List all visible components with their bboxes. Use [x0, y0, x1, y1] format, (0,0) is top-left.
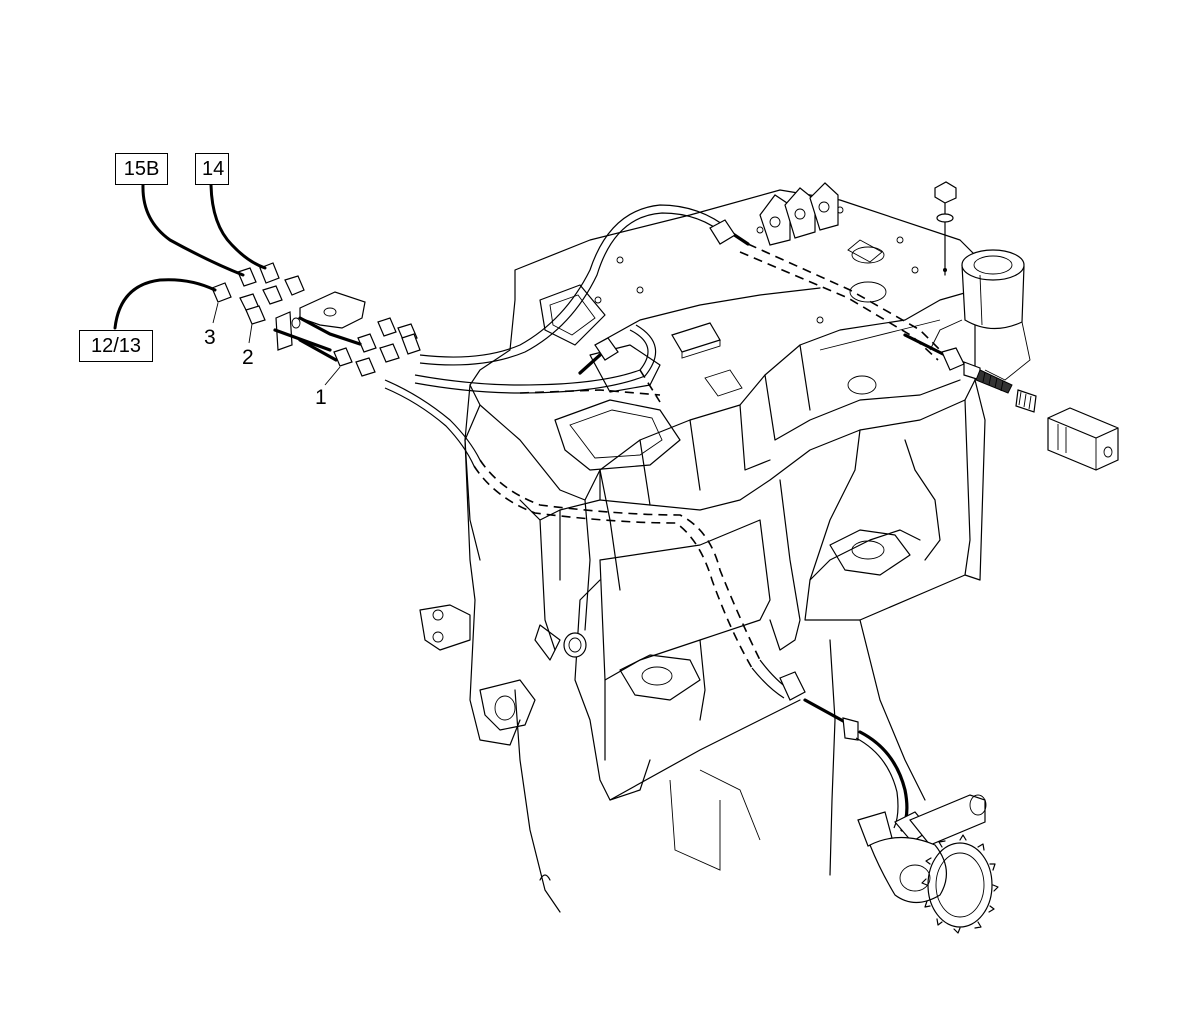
callout-14: 14	[195, 153, 229, 185]
hoses	[384, 204, 946, 832]
bolt-washer	[934, 181, 957, 276]
sensor-sprocket-assembly	[857, 794, 999, 934]
callout-12-13: 12/13	[79, 330, 153, 362]
item-number-2: 2	[242, 346, 254, 369]
fittings-cluster	[211, 262, 421, 377]
leader-lines	[113, 183, 341, 386]
item-number-3: 3	[204, 326, 216, 349]
valve-assembly-right	[903, 333, 1119, 471]
frame-body	[419, 181, 1031, 913]
lifting-lugs	[759, 182, 839, 246]
item-number-1: 1	[315, 386, 327, 409]
callout-15b: 15B	[115, 153, 168, 185]
cylinder-tower	[929, 249, 1031, 381]
